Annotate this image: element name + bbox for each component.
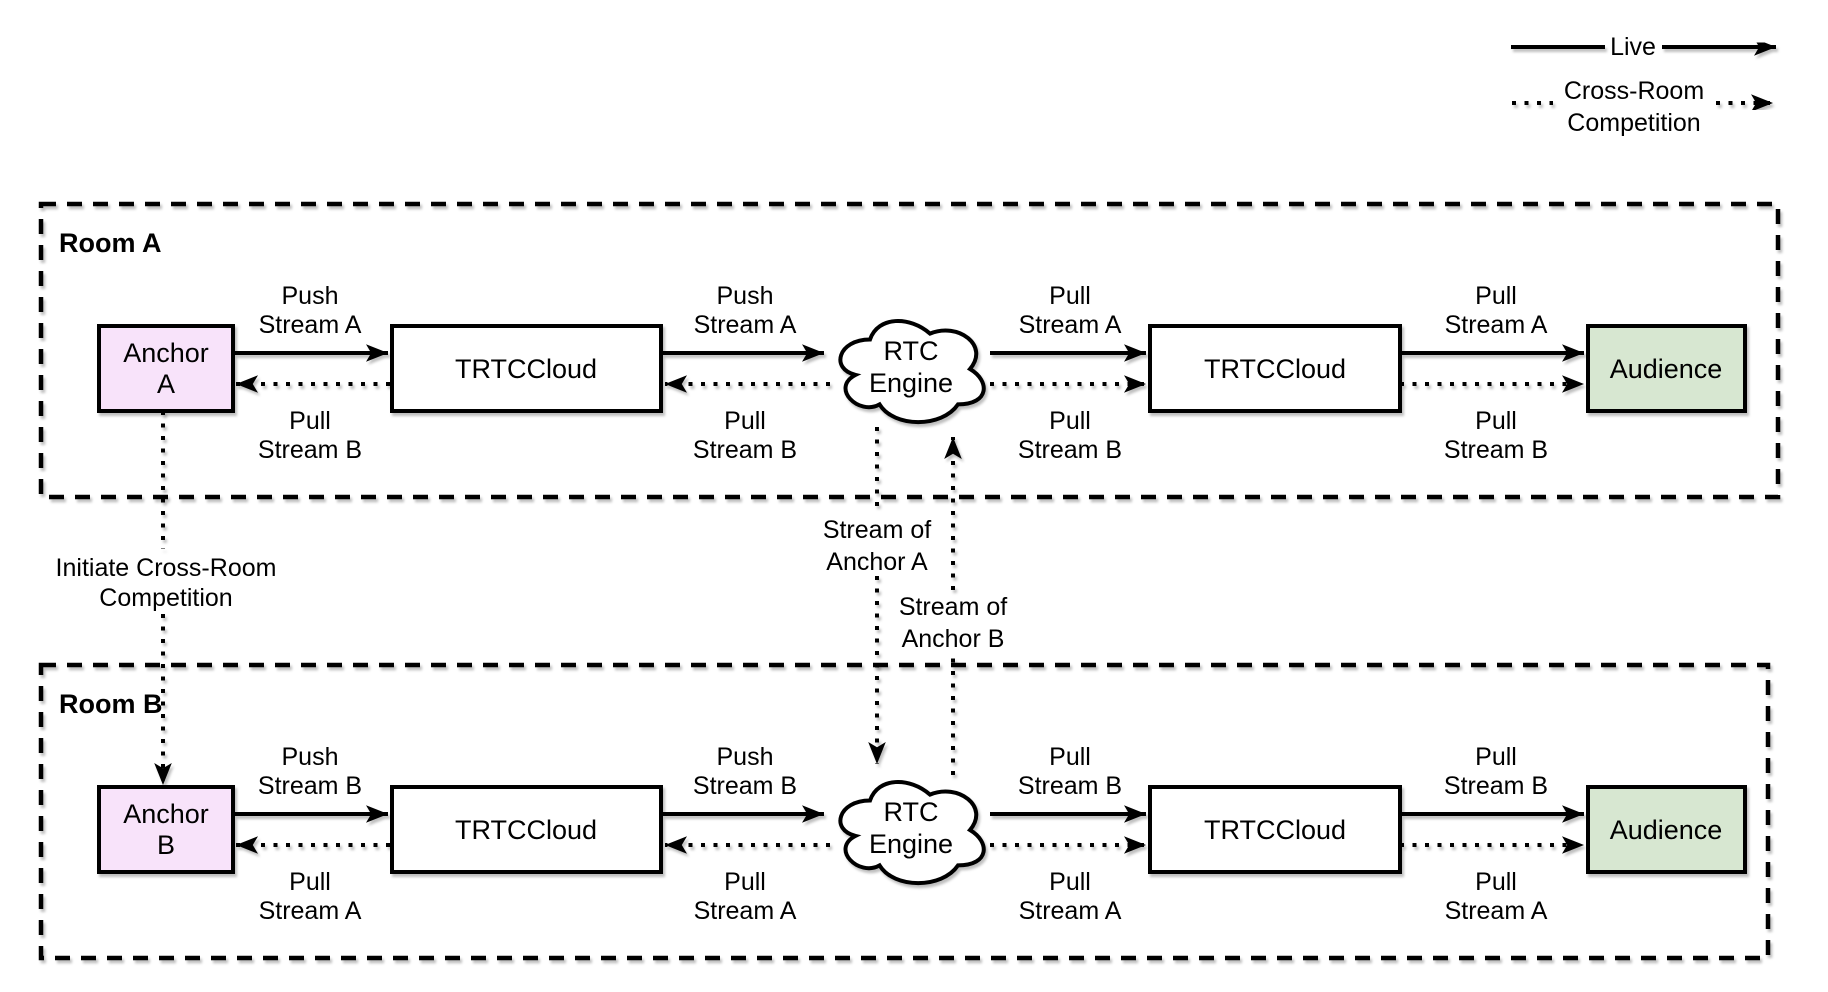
room-a-trtccloud-left-box <box>390 324 663 413</box>
room-b-edge-label-push1-line2: Stream B <box>258 772 362 800</box>
room-b-edge-label-pull1-line1: Pull <box>289 868 331 896</box>
room-a-edge-label-pull4-line1: Pull <box>1475 282 1517 310</box>
room-a-edge-label-pull1-line2: Stream B <box>258 436 362 464</box>
room-b-edge-label-push2-line1: Push <box>717 743 774 771</box>
room-b-edge-label-pull2-line1: Pull <box>724 868 766 896</box>
cross-room-links: Initiate Cross-Room Competition Stream o… <box>56 411 1007 785</box>
stream-of-anchor-a-label-line1: Stream of <box>823 516 931 544</box>
room-b-rtc-engine-label-line2: Engine <box>869 829 953 859</box>
room-a-trtccloud-left-label: TRTCCloud <box>455 354 597 384</box>
anchor-b-label-line2: B <box>157 830 175 860</box>
room-a-edge-label-pull4-line2: Stream A <box>1445 311 1548 339</box>
room-a-audience-box <box>1586 324 1747 413</box>
room-a-label: Room A <box>59 228 162 258</box>
anchor-b-box <box>97 785 235 874</box>
room-a-edge-label-pull3-line2: Stream A <box>1019 311 1122 339</box>
room-b-edge-label-push2-line2: Stream B <box>693 772 797 800</box>
room-a-audience-label: Audience <box>1610 354 1723 384</box>
stream-of-anchor-a-label-line2: Anchor A <box>826 548 928 576</box>
room-a-edge-label-push2-line1: Push <box>717 282 774 310</box>
room-a-trtccloud-right-label: TRTCCloud <box>1204 354 1346 384</box>
anchor-b-label-line1: Anchor <box>123 799 209 829</box>
room-b-edge-label-pull4d-line2: Stream A <box>1445 897 1548 925</box>
room-a-edge-label-push1-line2: Stream A <box>259 311 362 339</box>
room-b-edge-label-pull4-line2: Stream B <box>1444 772 1548 800</box>
room-b-trtccloud-left-label: TRTCCloud <box>455 815 597 845</box>
room-b-label: Room B <box>59 689 163 719</box>
room-b-edge-label-pull3-line1: Pull <box>1049 743 1091 771</box>
room-b-edge-label-pull1-line2: Stream A <box>259 897 362 925</box>
room-b-edge-label-pull4-line1: Pull <box>1475 743 1517 771</box>
stream-of-anchor-b-label-line2: Anchor B <box>902 625 1005 653</box>
room-b-audience-label: Audience <box>1610 815 1723 845</box>
room-b-edge-label-pull4d-line1: Pull <box>1475 868 1517 896</box>
room-a-edge-label-pull3d-line1: Pull <box>1049 407 1091 435</box>
room-b-trtccloud-right-box <box>1148 785 1402 874</box>
anchor-a-label-line1: Anchor <box>123 338 209 368</box>
anchor-a-box <box>97 324 235 413</box>
room-b-edge-label-pull3d-line1: Pull <box>1049 868 1091 896</box>
room-a-boundary <box>38 201 1781 500</box>
legend: Live Cross-Room Competition <box>1511 33 1776 137</box>
room-b-audience-box <box>1586 785 1747 874</box>
room-b-edge-label-pull2-line2: Stream A <box>694 897 797 925</box>
room-a: Room A Anchor A TRTCCloud RTC Engine TRT… <box>38 201 1781 500</box>
legend-live-label: Live <box>1610 33 1656 61</box>
initiate-cross-room-label-line1: Initiate Cross-Room <box>56 554 277 582</box>
room-a-edge-label-push1-line1: Push <box>282 282 339 310</box>
room-a-edge-label-pull3-line1: Pull <box>1049 282 1091 310</box>
room-b: Room B Anchor B TRTCCloud RTC Engine TRT… <box>38 662 1771 961</box>
room-a-edge-label-pull2-line1: Pull <box>724 407 766 435</box>
room-b-boundary <box>38 662 1771 961</box>
room-a-trtccloud-right-box <box>1148 324 1402 413</box>
initiate-cross-room-label-line2: Competition <box>99 584 232 612</box>
room-a-rtc-engine-label-line2: Engine <box>869 368 953 398</box>
room-b-trtccloud-left-box <box>390 785 663 874</box>
stream-of-anchor-b-label-line1: Stream of <box>899 593 1007 621</box>
room-b-edge-label-push1-line1: Push <box>282 743 339 771</box>
room-a-edge-label-pull1-line1: Pull <box>289 407 331 435</box>
room-b-edge-label-pull3-line2: Stream B <box>1018 772 1122 800</box>
room-a-edge-label-pull4d-line2: Stream B <box>1444 436 1548 464</box>
room-b-rtc-engine-label-line1: RTC <box>883 797 938 827</box>
room-a-edge-label-push2-line2: Stream A <box>694 311 797 339</box>
room-a-edge-label-pull4d-line1: Pull <box>1475 407 1517 435</box>
room-b-edge-label-pull3d-line2: Stream A <box>1019 897 1122 925</box>
legend-cross-room-label-line1: Cross-Room <box>1564 77 1704 105</box>
legend-cross-room-label-line2: Competition <box>1567 109 1700 137</box>
room-b-trtccloud-right-label: TRTCCloud <box>1204 815 1346 845</box>
room-a-edge-label-pull3d-line2: Stream B <box>1018 436 1122 464</box>
room-a-edge-label-pull2-line2: Stream B <box>693 436 797 464</box>
room-a-rtc-engine-label-line1: RTC <box>883 336 938 366</box>
anchor-a-label-line2: A <box>157 369 175 399</box>
